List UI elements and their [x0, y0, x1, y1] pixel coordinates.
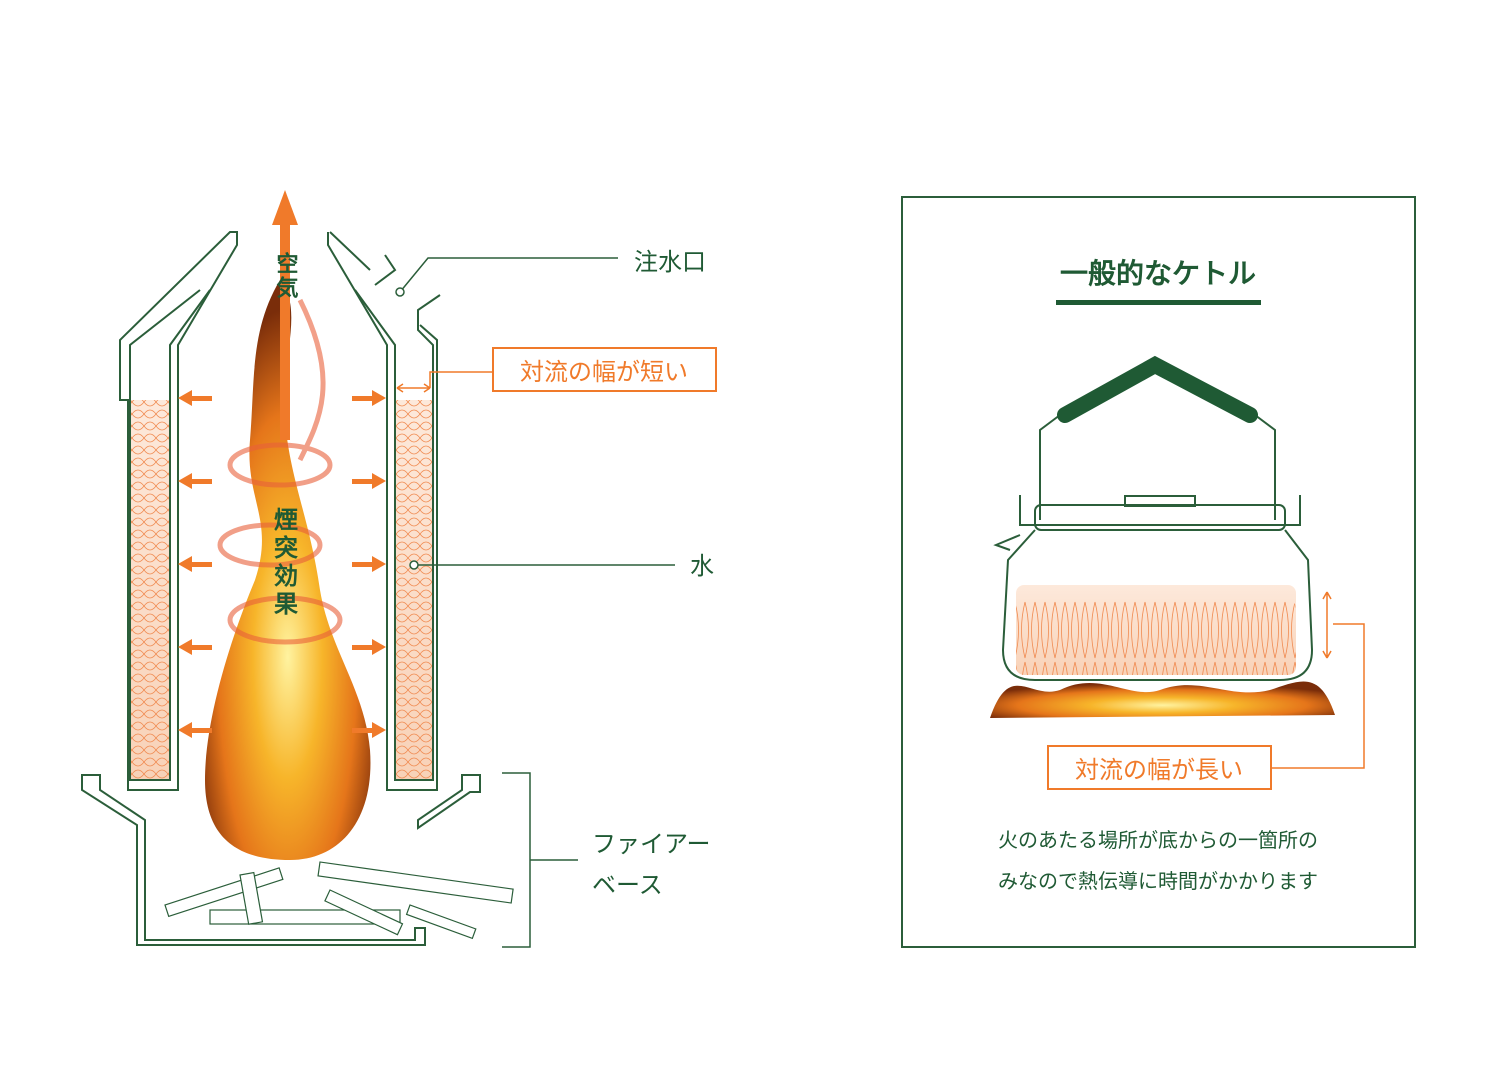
chimney-effect-char: 果	[274, 590, 298, 618]
water-inlet-label: 注水口	[634, 248, 706, 276]
chimney-effect-char: 煙	[274, 506, 298, 534]
long-convection-label: 対流の幅が長い	[1075, 756, 1243, 784]
short-convection-label: 対流の幅が短い	[520, 358, 688, 386]
kettle-panel: 一般的なケトル 対流の幅が長い 火のあたる場所が底からの一箇所の みなので熱伝導…	[901, 196, 1416, 948]
stove-diagram: 空気 煙 突 効 果	[81, 190, 514, 946]
long-convection-indicator	[1272, 591, 1365, 769]
long-convection-box	[1047, 745, 1272, 790]
fire-base-outline	[81, 774, 426, 946]
description-line-2: みなので熱伝導に時間がかかります	[998, 869, 1318, 893]
air-label: 空気	[273, 251, 299, 300]
convection-swirl	[217, 298, 343, 645]
water-label: 水	[690, 552, 714, 580]
panel-title: 一般的なケトル	[1060, 257, 1256, 290]
heat-arrows	[178, 390, 386, 738]
chimney-effect-char: 突	[274, 534, 298, 562]
firewood-icon	[164, 861, 514, 940]
flame-icon	[990, 681, 1335, 718]
fire-base-label-line1: ファイアー	[592, 830, 711, 858]
title-underline	[1056, 300, 1261, 305]
short-convection-box	[492, 347, 717, 392]
air-up-arrow	[272, 190, 298, 440]
description-line-1: 火のあたる場所が底からの一箇所の	[998, 828, 1318, 852]
kettle-icon	[993, 355, 1314, 681]
flame-icon	[205, 280, 371, 860]
fire-base-label-line2: ベース	[592, 871, 663, 899]
chimney-effect-char: 効	[274, 562, 298, 590]
